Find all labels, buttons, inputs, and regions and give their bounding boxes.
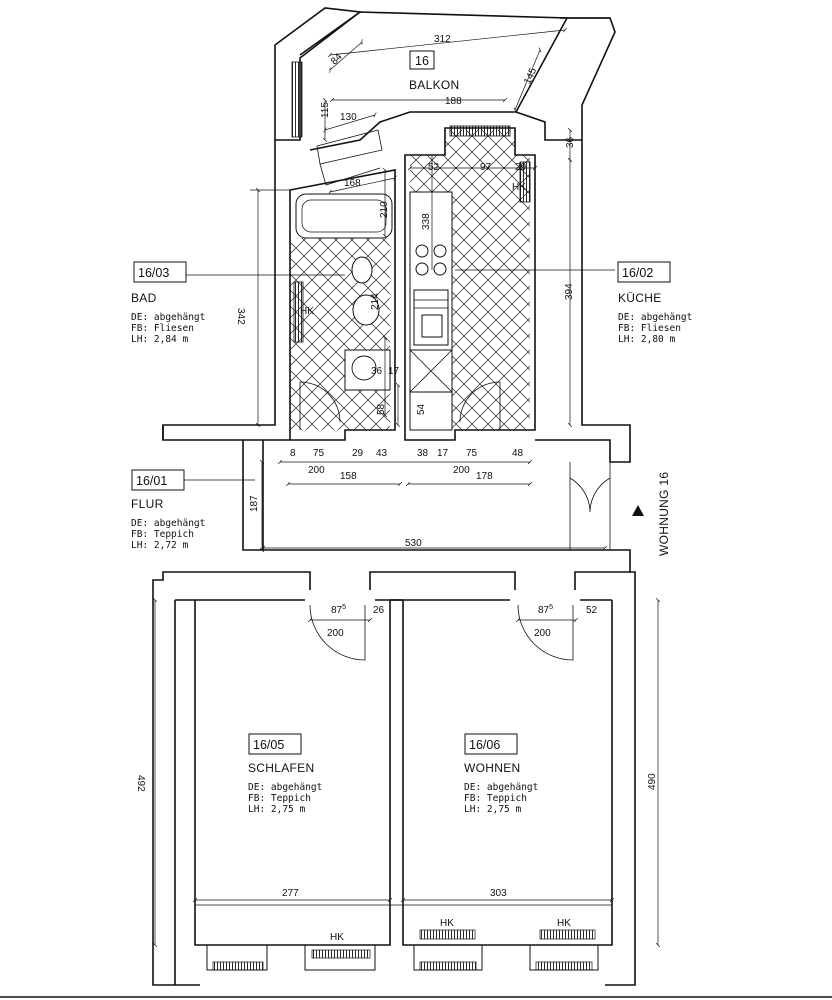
dim-balkon-top: 312	[434, 34, 451, 45]
dim-bad-168: 168	[344, 178, 361, 189]
dim-wohnen-w: 303	[490, 888, 507, 899]
washbasin	[352, 294, 380, 326]
dim-bad-h: 342	[235, 308, 246, 325]
dim-f-75b: 75	[466, 448, 478, 459]
dim-s-26: 26	[373, 605, 385, 616]
room-info-line: FB: Teppich	[131, 529, 194, 540]
windows	[206, 929, 599, 971]
room-label-wohnen: 16/06 WOHNEN DE: abgehängt FB: Teppich L…	[464, 733, 538, 815]
apartment-label: WOHNUNG 16	[657, 472, 671, 556]
heater-label-wohnen-2: HK	[557, 918, 571, 929]
room-name: BALKON	[409, 78, 460, 92]
dim-balkon-left: 115	[320, 102, 331, 118]
room-info-line: FB: Teppich	[248, 793, 311, 804]
room-name: WOHNEN	[464, 761, 520, 775]
dim-flur-h: 187	[249, 495, 260, 512]
dim-f-17: 17	[437, 448, 449, 459]
heater-label-bath: HK	[300, 306, 314, 317]
dim-s-875: 875	[331, 604, 346, 616]
heater-label-wohnen-1: HK	[440, 918, 454, 929]
dim-d-36: 36	[371, 366, 383, 377]
dim-balkon-inner: 188	[445, 96, 462, 107]
room-info-line: LH: 2,75 m	[464, 804, 521, 815]
bathtub	[295, 193, 393, 239]
room-info-line: DE: abgehängt	[131, 312, 205, 323]
dim-kueche-h: 394	[564, 283, 575, 300]
dimension-labels: 312 84 188 145 115 130 168 210 338 52 97…	[135, 34, 658, 899]
dim-f-178: 178	[476, 471, 493, 482]
dim-k-36: 36	[565, 136, 576, 148]
dim-flur-w: 530	[405, 538, 422, 549]
room-info-line: LH: 2,75 m	[248, 804, 305, 815]
dim-w-52: 52	[586, 605, 598, 616]
heater-labels: HK HK HK HK HK	[300, 182, 571, 943]
room-info-line: DE: abgehängt	[131, 518, 205, 529]
stove	[415, 244, 447, 276]
dim-d-54: 54	[416, 403, 427, 415]
dim-w-875: 875	[538, 604, 553, 616]
door-swings	[309, 604, 574, 661]
room-label-kueche: 16/02 KÜCHE DE: abgehängt FB: Fliesen LH…	[617, 261, 692, 345]
dim-f-158: 158	[340, 471, 357, 482]
dim-f-75a: 75	[313, 448, 325, 459]
dim-f-43: 43	[376, 448, 388, 459]
dim-k-338: 338	[421, 213, 432, 230]
room-info-line: DE: abgehängt	[464, 782, 538, 793]
heater-label-kitchen: HK	[512, 182, 526, 193]
dim-k-52: 52	[428, 162, 440, 173]
dim-f-8: 8	[290, 448, 296, 459]
kitchen-structure	[404, 127, 536, 441]
bathroom-structure	[289, 169, 396, 441]
dim-bad-210: 210	[379, 201, 390, 218]
dim-schlafen-w: 277	[282, 888, 299, 899]
dim-balkon-130: 130	[340, 112, 357, 123]
room-number: 16/03	[138, 266, 169, 280]
room-info-line: LH: 2,72 m	[131, 540, 188, 551]
dim-f-200b: 200	[453, 465, 470, 476]
dim-k-97: 97	[480, 162, 492, 173]
dim-k-29: 29	[515, 162, 527, 173]
room-number: 16/06	[469, 738, 500, 752]
dim-f-48: 48	[512, 448, 524, 459]
toilet	[351, 256, 373, 284]
room-label-flur: 16/01 FLUR DE: abgehängt FB: Teppich LH:…	[131, 469, 205, 551]
room-info-line: FB: Teppich	[464, 793, 527, 804]
bathroom-radiator	[293, 281, 304, 343]
dim-f-38: 38	[417, 448, 429, 459]
room-name: KÜCHE	[618, 291, 662, 305]
heater-label-schlafen: HK	[330, 932, 344, 943]
dim-d-58: 58	[376, 403, 387, 415]
room-name: FLUR	[131, 497, 164, 511]
room-info-line: FB: Fliesen	[131, 323, 194, 334]
entry-arrow-icon	[632, 505, 644, 516]
room-info-line: DE: abgehängt	[248, 782, 322, 793]
room-label-schlafen: 16/05 SCHLAFEN DE: abgehängt FB: Teppich…	[248, 733, 322, 815]
room-number: 16/02	[622, 266, 653, 280]
dim-f-29: 29	[352, 448, 364, 459]
dim-s-200: 200	[327, 628, 344, 639]
dim-wohnen-h: 490	[647, 773, 658, 790]
dimension-lines	[155, 30, 658, 945]
room-number: 16/01	[136, 474, 167, 488]
room-info-line: LH: 2,84 m	[131, 334, 188, 345]
room-name: BAD	[131, 291, 157, 305]
dim-w-200: 200	[534, 628, 551, 639]
room-number: 16	[415, 54, 429, 68]
dim-d-17: 17	[388, 366, 400, 377]
room-info-line: LH: 2,80 m	[618, 334, 675, 345]
kitchen-sink	[413, 289, 449, 346]
kitchen-radiator	[519, 161, 531, 203]
dim-f-200a: 200	[308, 465, 325, 476]
room-number: 16/05	[253, 738, 284, 752]
room-label-bad: 16/03 BAD DE: abgehängt FB: Fliesen LH: …	[131, 261, 205, 345]
room-info-line: DE: abgehängt	[618, 312, 692, 323]
dim-balkon-right: 145	[522, 66, 539, 86]
room-label-balkon: 16 BALKON	[409, 50, 460, 92]
dim-schlafen-h: 492	[135, 775, 146, 792]
room-name: SCHLAFEN	[248, 761, 314, 775]
balcony-radiator-left	[291, 61, 303, 138]
room-info-line: FB: Fliesen	[618, 323, 681, 334]
dim-wc-214: 214	[370, 293, 381, 310]
